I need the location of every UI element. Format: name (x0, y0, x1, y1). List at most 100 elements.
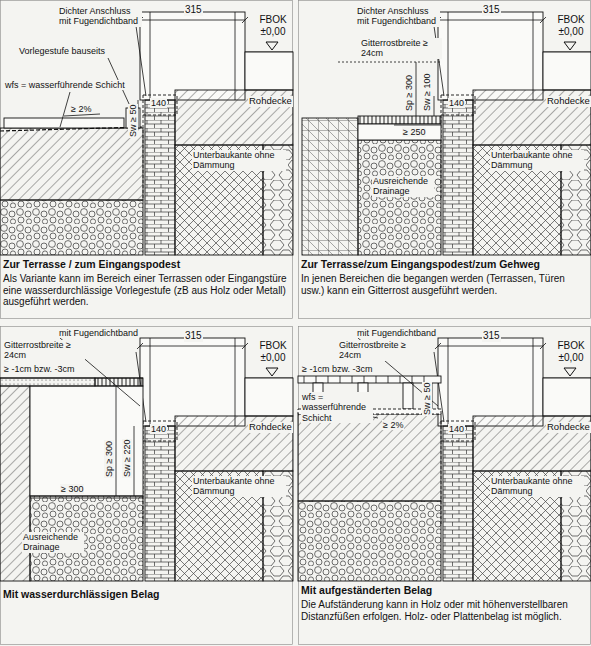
dimension-line (30, 498, 143, 499)
board-joint (328, 376, 329, 383)
floor-screed (543, 378, 591, 416)
dimension-label: 315 (184, 4, 203, 16)
paving-slab (4, 118, 124, 128)
level-label: FBOK ±0,00 (552, 14, 590, 37)
note-label: Gitterrostbreite ≥ 24cm (3, 340, 85, 361)
drainage-gravel (358, 140, 441, 255)
dimension-label: Sw ≥ 220 (122, 439, 132, 478)
grating (358, 116, 441, 124)
dimension-tick (242, 17, 248, 23)
dimension-label: Sp ≥ 300 (104, 440, 114, 478)
door-frame-line (533, 338, 534, 426)
slope-label: ≥ 2% (70, 104, 92, 114)
dimension-line (438, 346, 543, 347)
door-frame-line (448, 338, 449, 426)
decking (298, 376, 441, 383)
caption-text: In jenen Bereichen die begangen werden (… (301, 273, 589, 296)
level-triangle (266, 42, 278, 50)
door-element (140, 12, 245, 100)
masonry-wall (443, 426, 473, 581)
floor-screed (543, 52, 591, 90)
level-label: FBOK ±0,00 (254, 14, 292, 37)
caption-text: Als Variante kann im Bereich einer Terra… (3, 273, 291, 308)
part-label: Rohdecke (248, 96, 293, 107)
caption-text: Die Aufständerung kann in Holz oder mit … (301, 599, 589, 622)
door-element (140, 338, 245, 426)
panel-frame (1, 327, 293, 645)
dimension-label: Sw ≥ 50 (422, 382, 432, 416)
level-triangle (564, 368, 576, 376)
base-layer (0, 128, 143, 200)
dimension-label: 315 (482, 330, 501, 342)
caption-title: Zur Terrasse / zum Eingangspodest (3, 258, 290, 270)
dimension-tick (137, 343, 143, 349)
grating-frame (358, 124, 441, 140)
dimension-tick (540, 343, 546, 349)
seal-outline (143, 95, 177, 115)
masonry-wall (443, 100, 473, 255)
caption-title: Zur Terrasse/zum Eingangspodest/zum Gehw… (301, 258, 588, 270)
note-label: Vorlegestufe bauseits (18, 46, 106, 56)
seal-outline (143, 421, 177, 441)
note-label: Gitterrostbreite ≥ 24cm (360, 38, 442, 59)
board-joint (316, 376, 317, 383)
board-joint (352, 376, 353, 383)
dimension-line (434, 96, 435, 116)
note-label: mit Fugendichtband (58, 328, 139, 338)
level-label: FBOK ±0,00 (552, 340, 590, 363)
dimension-tick (435, 343, 441, 349)
part-label: Ausreichende Drainage (372, 176, 434, 197)
seal-outline (441, 95, 475, 115)
board-joint (412, 376, 413, 383)
part-label: Rohdecke (546, 422, 591, 433)
level-triangle (564, 42, 576, 50)
door-frame-line (235, 338, 236, 426)
board-joint (364, 376, 365, 383)
board-joint (376, 376, 377, 383)
leader-line (60, 92, 70, 127)
leader-line (434, 26, 444, 96)
dimension-label: Sw ≥ 100 (422, 73, 432, 112)
part-label: Unterbaukante ohne Dämmung (490, 150, 584, 171)
dimension-label: 315 (184, 330, 203, 342)
dimension-label: 140 (150, 424, 167, 434)
panel-frame (299, 1, 591, 319)
note-label: Dichter Anschluss mit Fugendichtband (356, 6, 440, 27)
gravel (298, 501, 441, 581)
part-label: Unterbaukante ohne Dämmung (490, 476, 584, 497)
dimension-label: 140 (448, 98, 465, 108)
part-label: Unterbaukante ohne Dämmung (192, 150, 286, 171)
leader-line (136, 26, 146, 96)
note-label: Dichter Anschluss mit Fugendichtband (58, 6, 142, 27)
concrete-slab (175, 416, 293, 471)
masonry-wall (145, 100, 175, 255)
dimension-label: 315 (482, 4, 501, 16)
note-label: ≥ -1cm bzw. -3cm (301, 364, 373, 374)
door-frame-line (150, 338, 151, 426)
note-label: mit Fugendichtband (356, 328, 437, 338)
board-joint (400, 376, 401, 383)
dimension-line (338, 62, 441, 63)
board-joint (304, 376, 305, 383)
dimension-line (438, 20, 543, 21)
door-element (438, 338, 543, 426)
permeable-layer (30, 386, 143, 496)
caption-title: Mit wasserdurchlässigen Belag (3, 588, 290, 600)
seal-outline (441, 421, 475, 441)
part-label: Rohdecke (546, 96, 591, 107)
dimension-label: 140 (150, 98, 167, 108)
note-label: Gitterrostbreite ≥ 24cm (338, 340, 420, 361)
dimension-line (116, 386, 117, 496)
note-label: wfs = wasserführende Schicht (4, 80, 126, 90)
dimension-line (134, 426, 135, 496)
pedestal (403, 383, 413, 409)
detail-panel (0, 327, 293, 645)
slope-label: ≥ 2% (382, 420, 404, 430)
dimension-label: ≥ 250 (402, 127, 426, 137)
gravel (0, 200, 143, 255)
floor-screed (245, 52, 293, 90)
door-frame-line (448, 12, 449, 100)
board-joint (388, 376, 389, 383)
dimension-line (140, 346, 245, 347)
